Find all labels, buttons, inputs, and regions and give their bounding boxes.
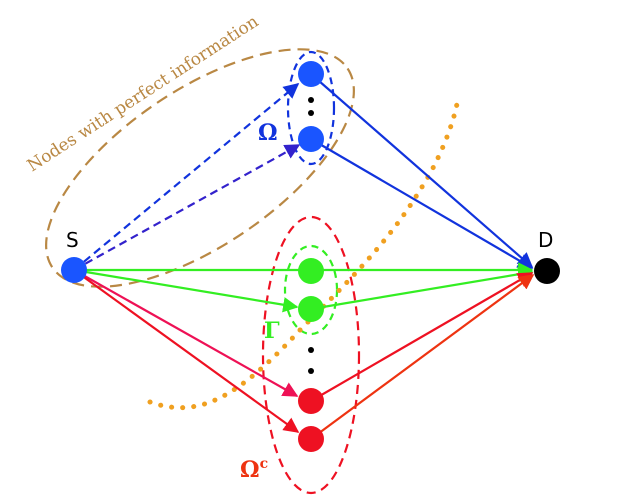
edge-omega-top-d [310,73,534,269]
omega-c-region [261,215,361,495]
edge-s-red-top [73,269,299,397]
edge-s-omega-top [73,83,300,271]
node-red-top [298,388,324,414]
edge-gamma-bottom-d [310,266,534,311]
edge-red-bottom-d [310,274,535,440]
label-perfect-information: Nodes with perfect information [24,12,262,177]
edge-s-gamma-bottom [73,268,299,313]
edge-red-top-d [310,272,534,402]
node-red-bottom [298,426,324,452]
label-omega-c-sup: c [260,456,269,472]
label-destination: D [538,228,553,252]
node-source [61,257,87,283]
perfect-info-region [45,48,355,288]
omega-c-ellipsis-dot [308,368,314,374]
omega-ellipsis-dot [308,97,314,103]
label-omega-c-base: Ω [240,457,260,483]
label-omega-c: Ωc [240,456,268,483]
orange-dotted-boundary [147,95,461,411]
label-omega: Ω [258,120,278,146]
node-omega-bottom [298,126,324,152]
edge-s-omega-bottom [73,144,301,271]
label-gamma: Γ [264,318,280,344]
edge-s-red-bottom [73,269,300,433]
omega-region [286,50,336,166]
edge-omega-bottom-d [310,138,534,269]
label-source: S [66,228,79,252]
node-gamma-bottom [298,296,324,322]
omega-c-ellipsis-dot [308,347,314,353]
node-omega-top [298,61,324,87]
node-gamma-top [298,258,324,284]
node-destination [534,258,560,284]
omega-ellipsis-dot [308,110,314,116]
